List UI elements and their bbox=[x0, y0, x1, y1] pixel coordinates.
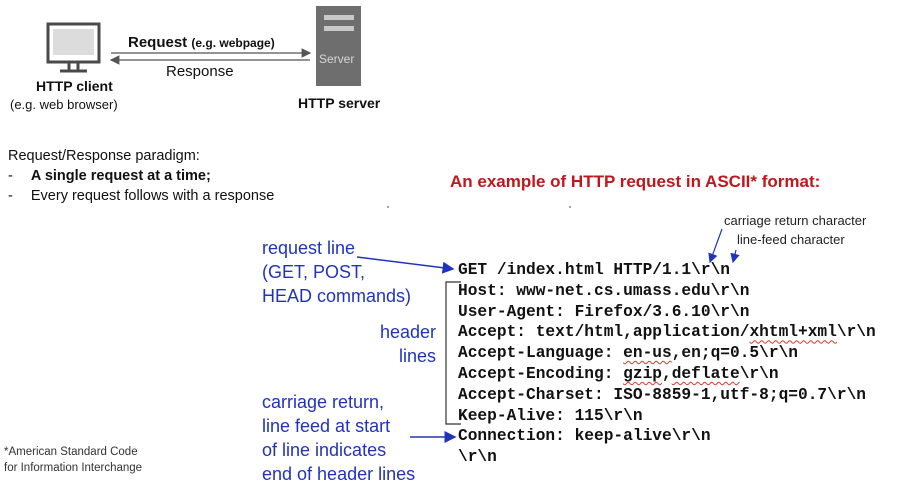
annotation-line: header bbox=[379, 322, 436, 342]
server-icon bbox=[316, 6, 361, 86]
header-lines-annotation: header lines bbox=[376, 320, 436, 368]
code-segment: deflate bbox=[671, 364, 740, 383]
computer-icon bbox=[46, 22, 101, 73]
example-title: An example of HTTP request in ASCII* for… bbox=[450, 172, 821, 191]
header-accept: Accept: text/html,application/xhtml+xml\… bbox=[458, 322, 876, 343]
code-segment: xhtml+xml bbox=[749, 323, 837, 342]
bullet-marker: - bbox=[8, 168, 13, 184]
lf-callout-arrow bbox=[730, 249, 740, 264]
code-segment: Accept-Encoding: bbox=[458, 364, 624, 383]
request-example-text: (e.g. webpage) bbox=[191, 36, 275, 50]
end-of-headers-annotation: carriage return, line feed at start of l… bbox=[262, 390, 415, 486]
annotation-line: HEAD commands) bbox=[262, 286, 412, 306]
annotation-line: (GET, POST, bbox=[262, 262, 366, 282]
code-segment: Accept: text/html,application/ bbox=[458, 323, 750, 342]
code-segment: en-us bbox=[623, 344, 672, 363]
header-connection: Connection: keep-alive\r\n bbox=[458, 427, 711, 446]
code-segment: , bbox=[662, 364, 672, 383]
header-user-agent: User-Agent: Firefox/3.6.10\r\n bbox=[458, 302, 750, 321]
cr-callout-arrow bbox=[708, 228, 723, 264]
client-subtitle: (e.g. web browser) bbox=[10, 97, 118, 112]
bullet-marker: - bbox=[8, 188, 13, 204]
request-line-arrow bbox=[356, 256, 455, 274]
response-label: Response bbox=[166, 63, 234, 80]
code-segment: \r\n bbox=[836, 323, 876, 342]
header-bracket bbox=[445, 281, 461, 425]
paradigm-bullet-1: - A single request at a time; bbox=[8, 168, 211, 184]
paradigm-bullet-2: - Every request follows with a response bbox=[8, 188, 274, 204]
paradigm-heading: Request/Response paradigm: bbox=[8, 148, 200, 164]
server-box-label: Server bbox=[319, 52, 355, 66]
client-title: HTTP client bbox=[36, 78, 113, 94]
code-segment: gzip bbox=[623, 364, 662, 383]
annotation-line: of line indicates bbox=[262, 440, 387, 460]
server-title: HTTP server bbox=[298, 95, 381, 111]
request-label: Request (e.g. webpage) bbox=[128, 34, 275, 51]
header-accept-language: Accept-Language: en-us,en;q=0.5\r\n bbox=[458, 343, 876, 364]
bullet-text: Every request follows with a response bbox=[30, 188, 275, 204]
header-keep-alive: Keep-Alive: 115\r\n bbox=[458, 406, 643, 425]
request-line-annotation: request line (GET, POST, HEAD commands) bbox=[262, 236, 411, 308]
annotation-line: request line bbox=[262, 238, 356, 258]
footnote-line: for Information Interchange bbox=[4, 462, 143, 474]
blank-line: \r\n bbox=[458, 448, 497, 467]
annotation-line: lines bbox=[398, 346, 436, 366]
annotation-line: carriage return, bbox=[262, 392, 385, 412]
request-label-text: Request bbox=[128, 34, 188, 51]
annotation-line: end of header lines bbox=[262, 464, 416, 484]
request-line: GET /index.html HTTP/1.1\r\n bbox=[458, 261, 730, 279]
bullet-text: A single request at a time; bbox=[30, 168, 211, 184]
code-segment: ,en;q=0.5\r\n bbox=[671, 344, 799, 363]
header-accept-charset: Accept-Charset: ISO-8859-1,utf-8;q=0.7\r… bbox=[458, 385, 866, 404]
footnote: *American Standard Code for Information … bbox=[4, 444, 142, 476]
header-accept-encoding: Accept-Encoding: gzip,deflate\r\n bbox=[458, 364, 876, 385]
cr-callout-label: carriage return character bbox=[724, 213, 867, 228]
http-request-code: GET /index.html HTTP/1.1\r\n Host: www-n… bbox=[458, 260, 876, 468]
lf-callout-label: line-feed character bbox=[737, 232, 845, 247]
code-segment: \r\n bbox=[739, 364, 779, 383]
footnote-line: *American Standard Code bbox=[4, 446, 138, 458]
annotation-line: line feed at start bbox=[262, 416, 391, 436]
code-segment: Accept-Language: bbox=[458, 344, 624, 363]
header-host: Host: www-net.cs.umass.edu\r\n bbox=[458, 281, 750, 300]
